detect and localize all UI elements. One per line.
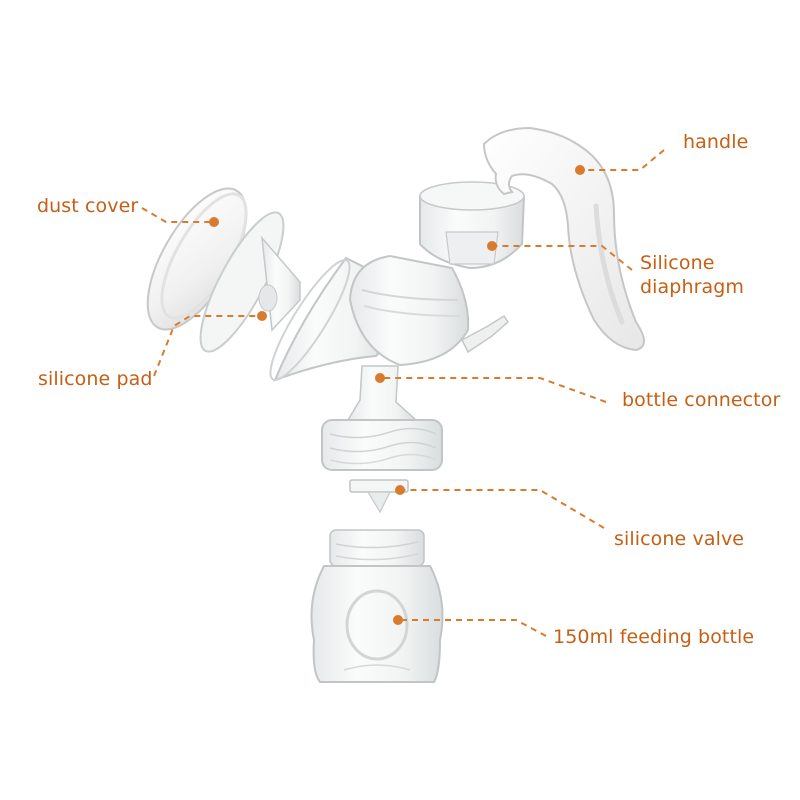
dot-bottle-connector [375,373,385,383]
feeding-bottle-part [310,529,444,683]
leader-silicone-diaphragm [492,245,633,271]
leader-feeding-bottle [398,619,547,637]
dust-cover-part [146,187,248,331]
dot-silicone-pad [257,311,267,321]
label-dust-cover: dust cover [37,195,139,217]
label-silicone-diaphragm-line1: Silicone [640,252,715,274]
leader-dust-cover [141,207,214,223]
leader-bottle-connector [380,377,607,403]
leader-silicone-pad [153,315,262,377]
leader-lines [141,149,665,637]
label-silicone-diaphragm-line2: diaphragm [640,276,745,298]
silicone-diaphragm-part [419,181,526,270]
dot-dust-cover [209,217,219,227]
silicone-valve-part [349,479,409,514]
label-feeding-bottle: 150ml feeding bottle [553,626,755,648]
label-bottle-connector: bottle connector [622,389,781,411]
leader-handle [580,149,665,171]
handle-part [482,126,645,352]
leader-silicone-valve [400,489,605,529]
dot-silicone-diaphragm [487,241,497,251]
label-silicone-pad: silicone pad [38,368,153,390]
bottle-connector-part [269,254,509,471]
dot-handle [575,165,585,175]
label-handle: handle [683,131,749,153]
dot-silicone-valve [395,485,405,495]
dot-feeding-bottle [393,615,403,625]
leader-dots [209,165,585,625]
label-silicone-valve: silicone valve [614,528,745,550]
